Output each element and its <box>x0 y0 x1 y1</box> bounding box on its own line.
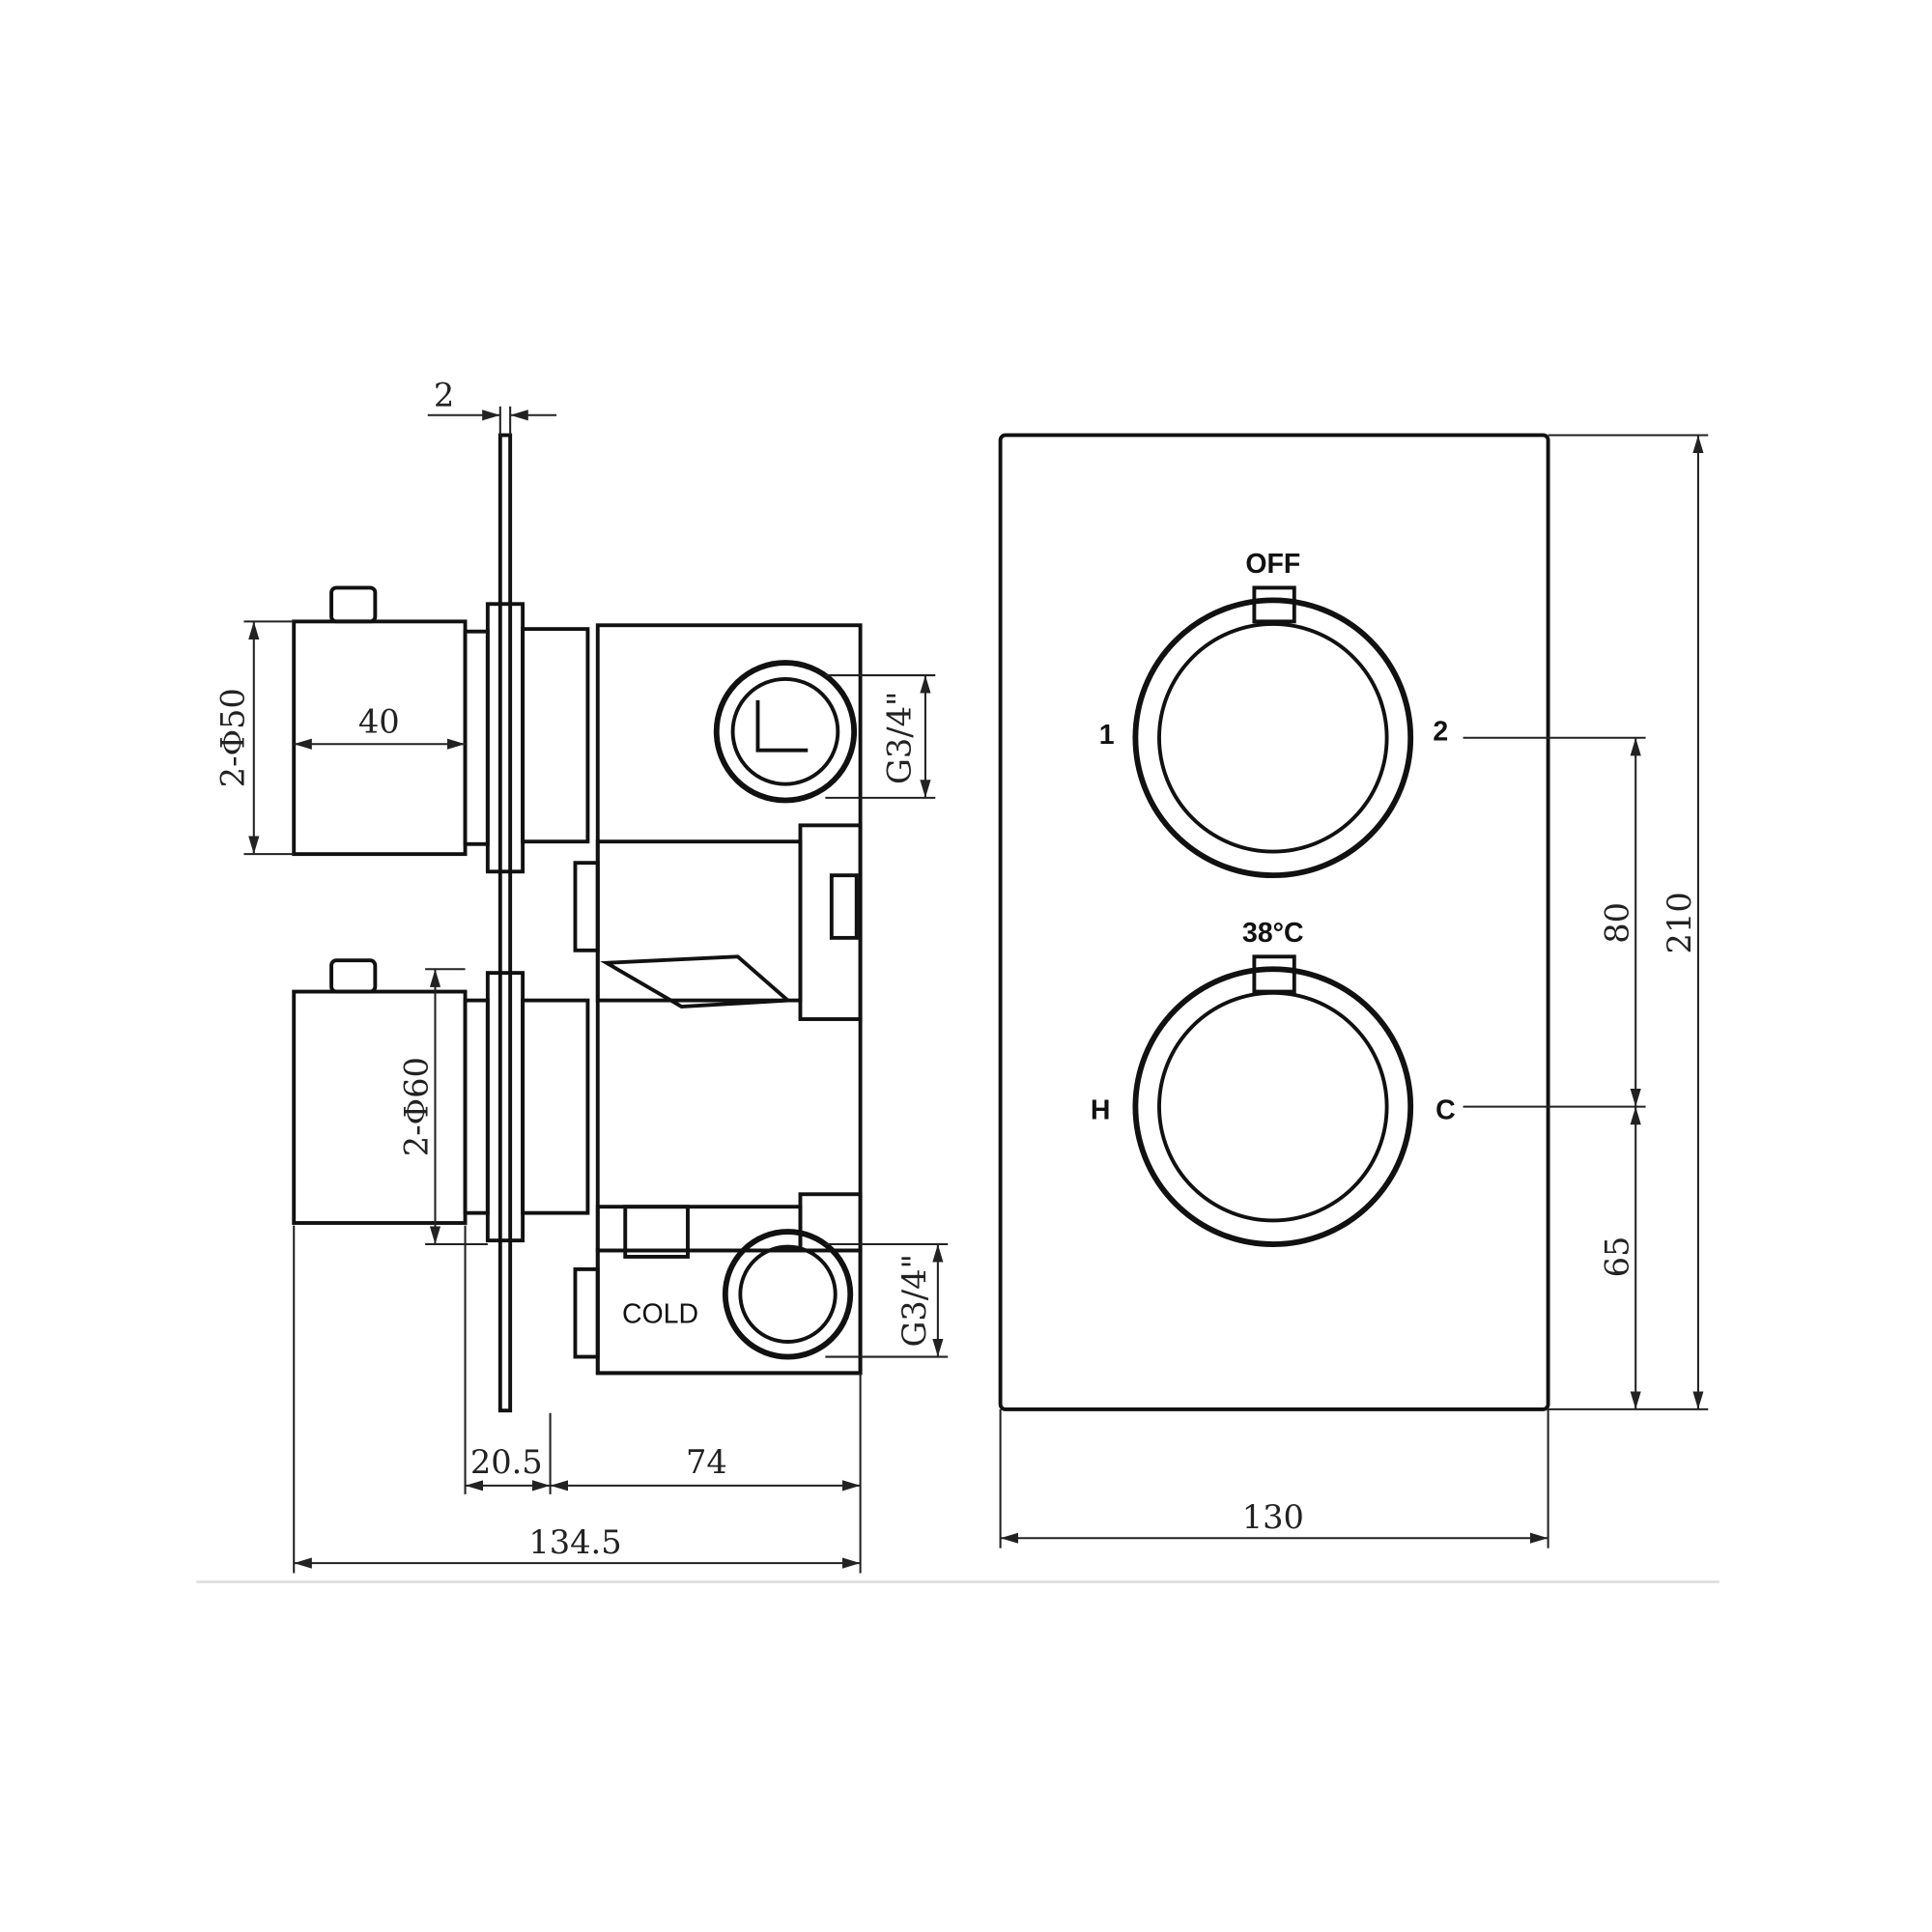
knob-cap-top <box>329 585 378 624</box>
diverter-knob <box>1132 597 1414 879</box>
cold-label: COLD <box>622 1299 698 1330</box>
knob-indicator-top <box>1252 585 1296 624</box>
label-temperature: 38°C <box>1242 918 1304 949</box>
connector-top <box>521 627 590 844</box>
label-off: OFF <box>1245 549 1300 580</box>
dim-knob-diameter-bottom: 2-Φ60 <box>398 1057 436 1156</box>
dim-depth-front: 20.5 <box>470 1443 543 1481</box>
label-hot: H <box>1091 1095 1111 1126</box>
label-outlet-1: 1 <box>1099 720 1115 751</box>
dim-outlet-thread-top: G3/4" <box>880 692 918 785</box>
wall-plate <box>497 433 513 1413</box>
cover-plate <box>998 433 1550 1411</box>
label-cold: C <box>1435 1095 1456 1126</box>
dim-knob-diameter-top: 2-Φ50 <box>213 688 251 787</box>
knob-indicator-bottom <box>1252 954 1296 994</box>
inlet-port-cold <box>722 1229 854 1360</box>
dim-outlet-thread-bottom: G3/4" <box>895 1254 933 1347</box>
knob-bottom <box>292 989 468 1225</box>
connector-bottom <box>521 998 590 1215</box>
collar-bottom <box>463 998 490 1215</box>
dim-knob-depth: 40 <box>358 703 400 741</box>
dim-plate-width: 130 <box>1242 1498 1304 1536</box>
dim-plate-thickness: 2 <box>434 377 454 414</box>
flange-bottom <box>485 971 526 1243</box>
collar-top <box>463 629 490 846</box>
side-view: COLD 2 2-Φ50 40 2-Φ60 G3/4" G3/4" 20.5 7… <box>213 377 949 1574</box>
dim-depth-body: 74 <box>686 1443 727 1481</box>
outlet-port-top <box>713 660 858 804</box>
dim-plate-height: 210 <box>1661 892 1698 953</box>
flange-top <box>485 602 526 874</box>
dim-total-depth: 134.5 <box>528 1523 621 1561</box>
knob-cap-bottom <box>329 958 378 994</box>
thermostat-knob <box>1132 966 1414 1247</box>
label-outlet-2: 2 <box>1433 716 1448 747</box>
front-view: OFF 1 2 38°C H C 80 65 210 130 <box>998 433 1709 1548</box>
dim-bottom-offset: 65 <box>1598 1236 1635 1278</box>
dim-knob-spacing: 80 <box>1598 902 1635 944</box>
